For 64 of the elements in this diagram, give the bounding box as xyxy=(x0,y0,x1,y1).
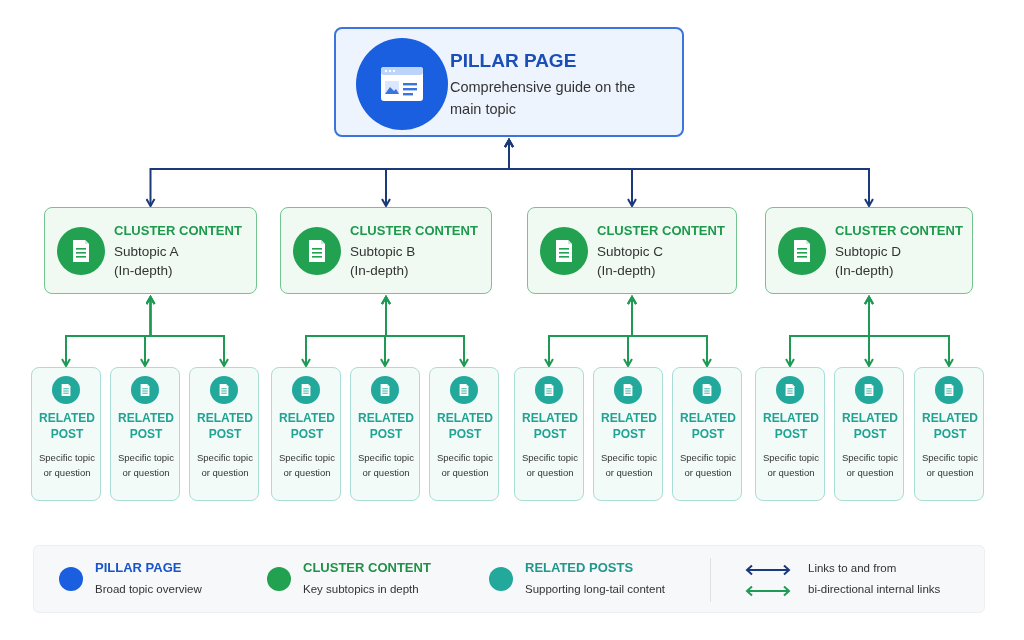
bidirectional-arrow xyxy=(145,296,229,367)
cluster-description: Subtopic D (In-depth) xyxy=(835,243,903,280)
post-title: RELATED POST xyxy=(436,410,494,442)
post-description: Specific topic or question xyxy=(357,451,415,480)
legend-description: Broad topic overview xyxy=(95,583,202,595)
legend-description: Key subtopics in depth xyxy=(303,583,419,595)
post-description: Specific topic or question xyxy=(436,451,494,480)
cluster-description: Subtopic B (In-depth) xyxy=(350,243,417,280)
post-title: RELATED POST xyxy=(600,410,658,442)
post-title: RELATED POST xyxy=(841,410,899,442)
post-title: RELATED POST xyxy=(38,410,96,442)
cluster-description: Subtopic A (In-depth) xyxy=(114,243,180,280)
cluster-content-card xyxy=(765,207,973,294)
related-post-card xyxy=(755,367,825,501)
cluster-title: CLUSTER CONTENT xyxy=(597,222,726,240)
post-description: Specific topic or question xyxy=(196,451,254,480)
cluster-content-card xyxy=(527,207,737,294)
related-post-card xyxy=(672,367,742,501)
pillar-description: Comprehensive guide on the main topic xyxy=(450,78,637,119)
post-description: Specific topic or question xyxy=(117,451,175,480)
cluster-content-card xyxy=(44,207,257,294)
post-description: Specific topic or question xyxy=(762,451,820,480)
legend-text: Links to and from xyxy=(808,562,897,574)
post-title: RELATED POST xyxy=(357,410,415,442)
post-description: Specific topic or question xyxy=(521,451,579,480)
post-title: RELATED POST xyxy=(196,410,254,442)
bidirectional-arrow xyxy=(627,296,712,367)
cluster-content-card xyxy=(280,207,492,294)
legend-title: RELATED POSTS xyxy=(525,560,634,575)
post-title: RELATED POST xyxy=(117,410,175,442)
related-post-card xyxy=(834,367,904,501)
bidirectional-arrow xyxy=(504,139,874,207)
cluster-title: CLUSTER CONTENT xyxy=(114,222,243,240)
related-post-card xyxy=(189,367,259,501)
post-description: Specific topic or question xyxy=(38,451,96,480)
related-post-card xyxy=(271,367,341,501)
bidirectional-arrow xyxy=(381,296,469,367)
post-description: Specific topic or question xyxy=(841,451,899,480)
related-post-card xyxy=(593,367,663,501)
post-title: RELATED POST xyxy=(278,410,336,442)
post-description: Specific topic or question xyxy=(921,451,979,480)
post-description: Specific topic or question xyxy=(679,451,737,480)
post-description: Specific topic or question xyxy=(278,451,336,480)
pillar-page-card xyxy=(334,27,684,137)
post-description: Specific topic or question xyxy=(600,451,658,480)
legend-title: CLUSTER CONTENT xyxy=(303,560,431,575)
related-post-card xyxy=(514,367,584,501)
pillar-title: PILLAR PAGE xyxy=(450,49,578,73)
related-post-card xyxy=(350,367,420,501)
post-title: RELATED POST xyxy=(521,410,579,442)
cluster-title: CLUSTER CONTENT xyxy=(835,222,964,240)
related-post-card xyxy=(110,367,180,501)
related-post-card xyxy=(914,367,984,501)
related-post-card xyxy=(31,367,101,501)
post-title: RELATED POST xyxy=(762,410,820,442)
post-title: RELATED POST xyxy=(921,410,979,442)
legend-description: Supporting long-tail content xyxy=(525,583,665,595)
cluster-description: Subtopic C (In-depth) xyxy=(597,243,665,280)
legend-text: bi-directional internal links xyxy=(808,583,941,595)
cluster-title: CLUSTER CONTENT xyxy=(350,222,479,240)
post-title: RELATED POST xyxy=(679,410,737,442)
bidirectional-arrow xyxy=(864,296,954,367)
legend-title: PILLAR PAGE xyxy=(95,560,182,575)
related-post-card xyxy=(429,367,499,501)
